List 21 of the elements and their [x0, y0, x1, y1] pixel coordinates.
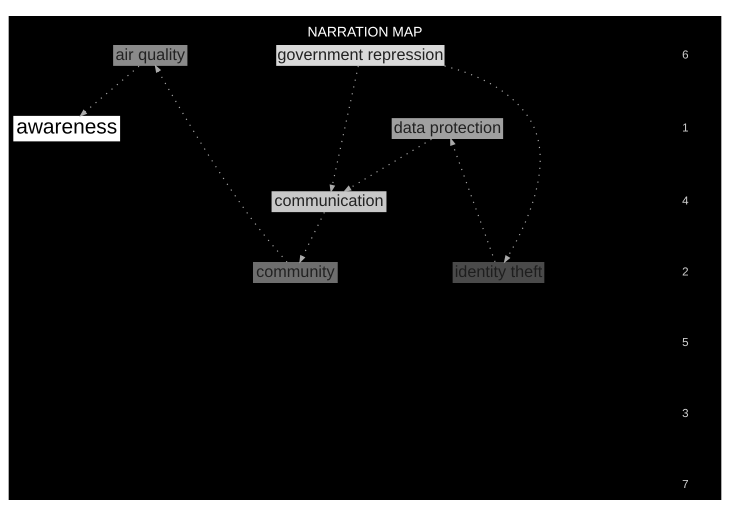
arrow [79, 66, 140, 117]
arrow [450, 137, 496, 262]
arrow [330, 66, 359, 193]
arrow [154, 64, 288, 262]
label: 4 [682, 194, 689, 208]
arrow [444, 65, 541, 264]
node-box: community [253, 262, 338, 283]
label: 3 [682, 407, 689, 420]
node-box: air quality [113, 45, 188, 66]
diagram-title: NARRATION MAP [308, 23, 422, 40]
label: 1 [682, 121, 689, 134]
arrow [343, 138, 432, 192]
label: 6 [682, 48, 689, 62]
label: 5 [682, 336, 689, 350]
node-box: government repression [276, 45, 444, 66]
node-box: awareness [13, 116, 120, 142]
node-box: communication [272, 191, 386, 212]
label: 2 [682, 265, 689, 278]
label: 7 [682, 478, 689, 491]
node-box: data protection [392, 118, 504, 140]
arrow [299, 212, 325, 264]
